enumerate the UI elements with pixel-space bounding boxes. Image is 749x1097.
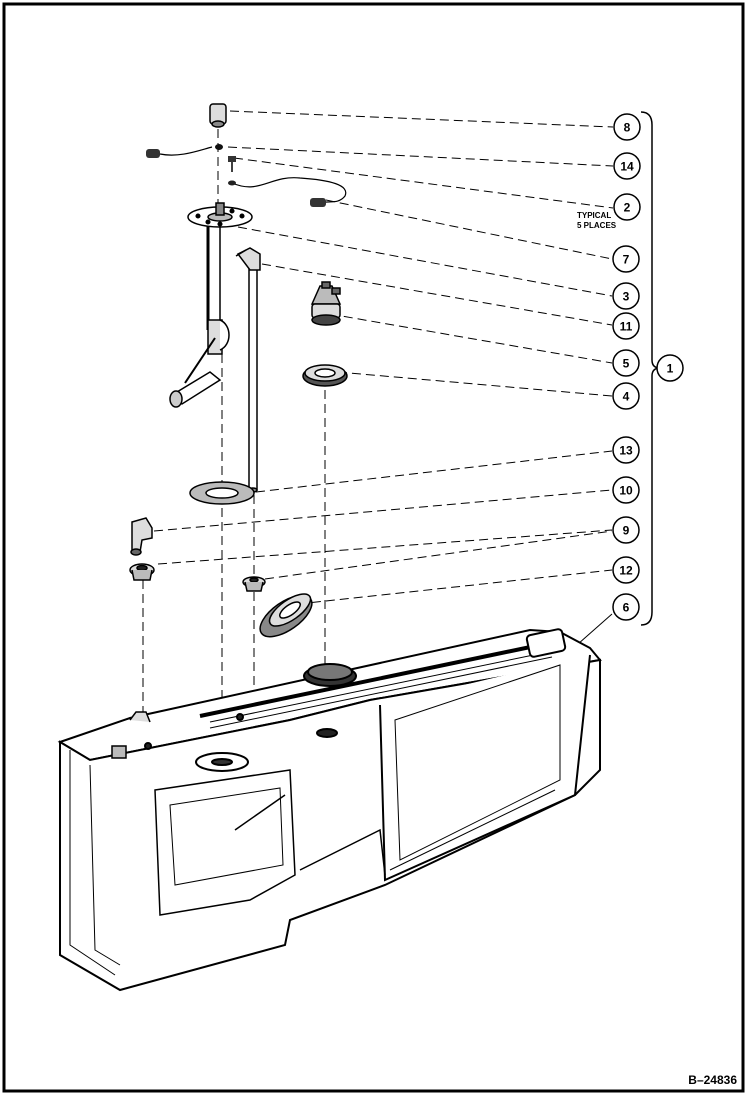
callout-5: 5 — [612, 349, 640, 377]
callout-9-label: 9 — [623, 524, 630, 538]
callout-3-label: 3 — [623, 290, 630, 304]
callout-13: 13 — [612, 436, 640, 464]
part-3-fuel-sender — [169, 202, 253, 408]
part-11-pickup-tube — [235, 247, 261, 493]
callout-10: 10 — [612, 476, 640, 504]
part-4-grommet — [302, 364, 348, 387]
callout-10-label: 10 — [619, 484, 633, 498]
part-10-elbow-fitting — [130, 517, 153, 556]
callout-1: 1 — [656, 354, 684, 382]
callout-13-label: 13 — [619, 444, 633, 458]
callout-14: 14 — [613, 152, 641, 180]
callout-7: 7 — [612, 245, 640, 273]
callout-11-label: 11 — [620, 320, 633, 334]
callout-5-label: 5 — [623, 357, 630, 371]
part-8-connector — [209, 103, 227, 128]
typical-note-line1: TYPICAL — [577, 211, 611, 220]
part-12-fuel-cap — [259, 593, 313, 638]
callout-8: 8 — [613, 113, 641, 141]
callout-3: 3 — [612, 282, 640, 310]
ground-wire — [159, 146, 213, 156]
part-6-fuel-tank — [57, 628, 602, 992]
part-5-vent-valve — [310, 281, 342, 326]
callout-11: 11 — [612, 312, 640, 340]
callout-9: 9 — [612, 516, 640, 544]
callout-6: 6 — [612, 593, 640, 621]
part-9-grommet-right — [242, 576, 266, 592]
part-13-gasket — [189, 481, 255, 505]
part-14-washer — [215, 144, 223, 150]
callout-14-label: 14 — [620, 160, 634, 174]
callout-12-label: 12 — [619, 564, 633, 578]
callout-7-label: 7 — [623, 253, 630, 267]
callout-1-label: 1 — [667, 362, 674, 376]
callout-4-label: 4 — [623, 390, 630, 404]
leader-6 — [577, 613, 613, 645]
part-2-screw — [228, 156, 236, 172]
part-9-grommet-left — [129, 563, 155, 581]
callout-4: 4 — [612, 382, 640, 410]
callout-8-label: 8 — [624, 121, 631, 135]
part-7-wire-harness — [228, 177, 347, 207]
wire-terminal-left — [146, 149, 160, 158]
typical-note: TYPICAL 5 PLACES — [577, 211, 617, 230]
figure-id: B–24836 — [688, 1073, 737, 1087]
typical-note-line2: 5 PLACES — [577, 221, 617, 230]
callout-2-label: 2 — [624, 201, 631, 215]
callout-6-label: 6 — [623, 601, 630, 615]
callout-2: 2 — [613, 193, 641, 221]
callout-12: 12 — [612, 556, 640, 584]
